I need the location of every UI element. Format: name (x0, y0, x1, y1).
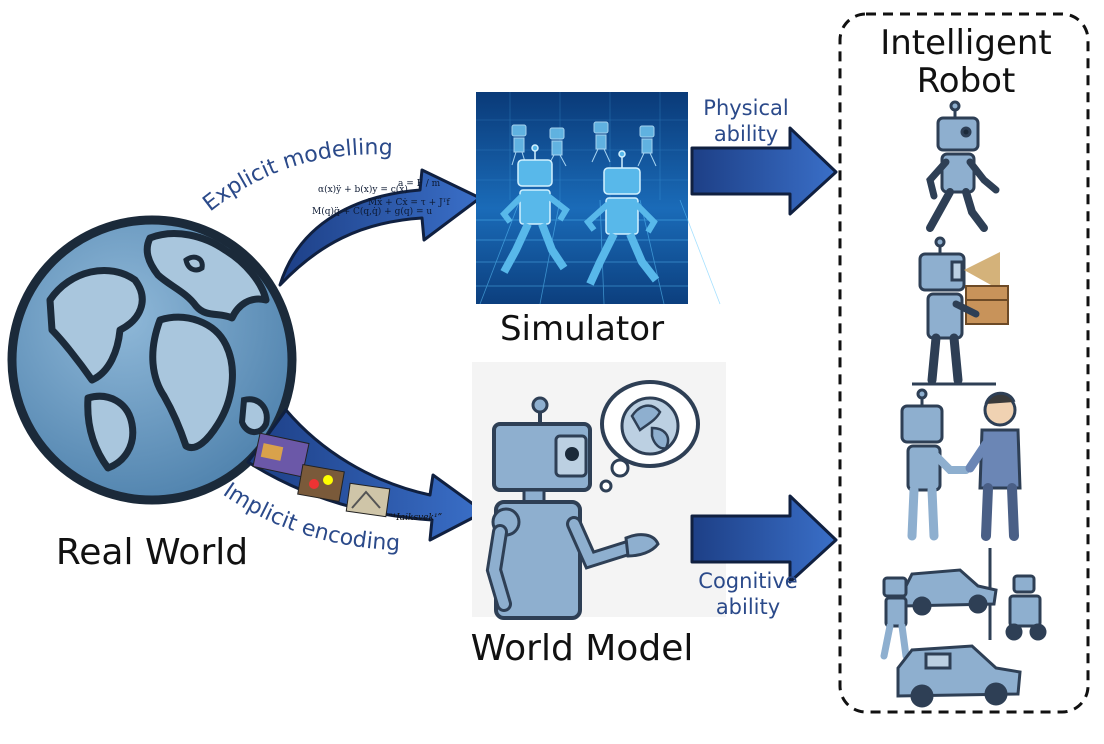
robot-cars-icon (880, 548, 1047, 708)
equation-2: M(q)q̈ + C(q,q̇) + g(q) = u (312, 206, 432, 217)
thought-bubble-icon (599, 380, 700, 493)
walking-robot-icon (926, 100, 1000, 232)
cognitive-ability-arrow (690, 494, 838, 584)
physical-label-line2: ability (714, 122, 778, 146)
intelligent-robot-title-line2: Robot (917, 61, 1016, 101)
implicit-encoding-arrow: “¹Iaiksvek¹” (246, 408, 486, 542)
explicit-modelling-arrow: α(x)ÿ + b(x)y = c(x) M(q)q̈ + C(q,q̇) + … (278, 168, 482, 287)
world-model-robot-icon (472, 362, 726, 620)
intelligent-robot-title-line1: Intelligent (880, 23, 1052, 63)
robot-carrying-box-icon (912, 236, 1009, 386)
world-model-label: World Model (471, 628, 694, 669)
equation-1: α(x)ÿ + b(x)y = c(x) (318, 184, 408, 195)
simulator-robots-image (476, 92, 721, 305)
physical-ability-arrow (690, 126, 838, 216)
physical-label-line1: Physical (703, 96, 788, 120)
intelligent-robot-panel (838, 12, 1090, 714)
cognitive-label-line2: ability (716, 595, 780, 619)
simulator-label: Simulator (500, 309, 664, 349)
equation-3: a = F / m (398, 179, 441, 189)
video-thumbnails-icon (252, 432, 391, 518)
svg-text:“¹Iaiksvek¹”: “¹Iaiksvek¹” (388, 512, 443, 523)
globe-icon (7, 215, 297, 505)
real-world-label: Real World (56, 532, 248, 573)
cognitive-label-line1: Cognitive (698, 569, 797, 593)
robot-handshake-human-icon (900, 388, 1022, 541)
equation-4: Mẍ + Cẋ = τ + Jᵀf (368, 198, 450, 208)
